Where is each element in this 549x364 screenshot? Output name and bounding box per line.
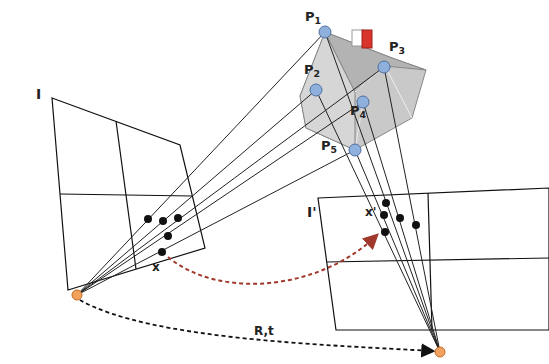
image-plane [52,98,205,290]
projection-ray [316,32,440,352]
point-label: x' [365,206,376,218]
image-point [380,199,420,236]
point-label: P1 [305,10,321,23]
point-label: P3 [389,40,405,53]
plane-label: I' [307,205,317,219]
world-point [310,26,390,156]
camera-center [435,347,445,357]
point-label: P4 [350,104,366,117]
plane-label: I [36,87,41,101]
projection-ray [77,32,384,295]
motion-arrow [80,300,432,351]
image-point [144,214,182,256]
point-label: x [152,261,160,273]
camera-center [72,290,82,300]
point-label: P5 [321,139,337,152]
image-plane [318,188,549,330]
point-label: P2 [304,63,320,76]
correspondence-arrow [168,236,376,284]
motion-label: R,t [254,325,274,337]
